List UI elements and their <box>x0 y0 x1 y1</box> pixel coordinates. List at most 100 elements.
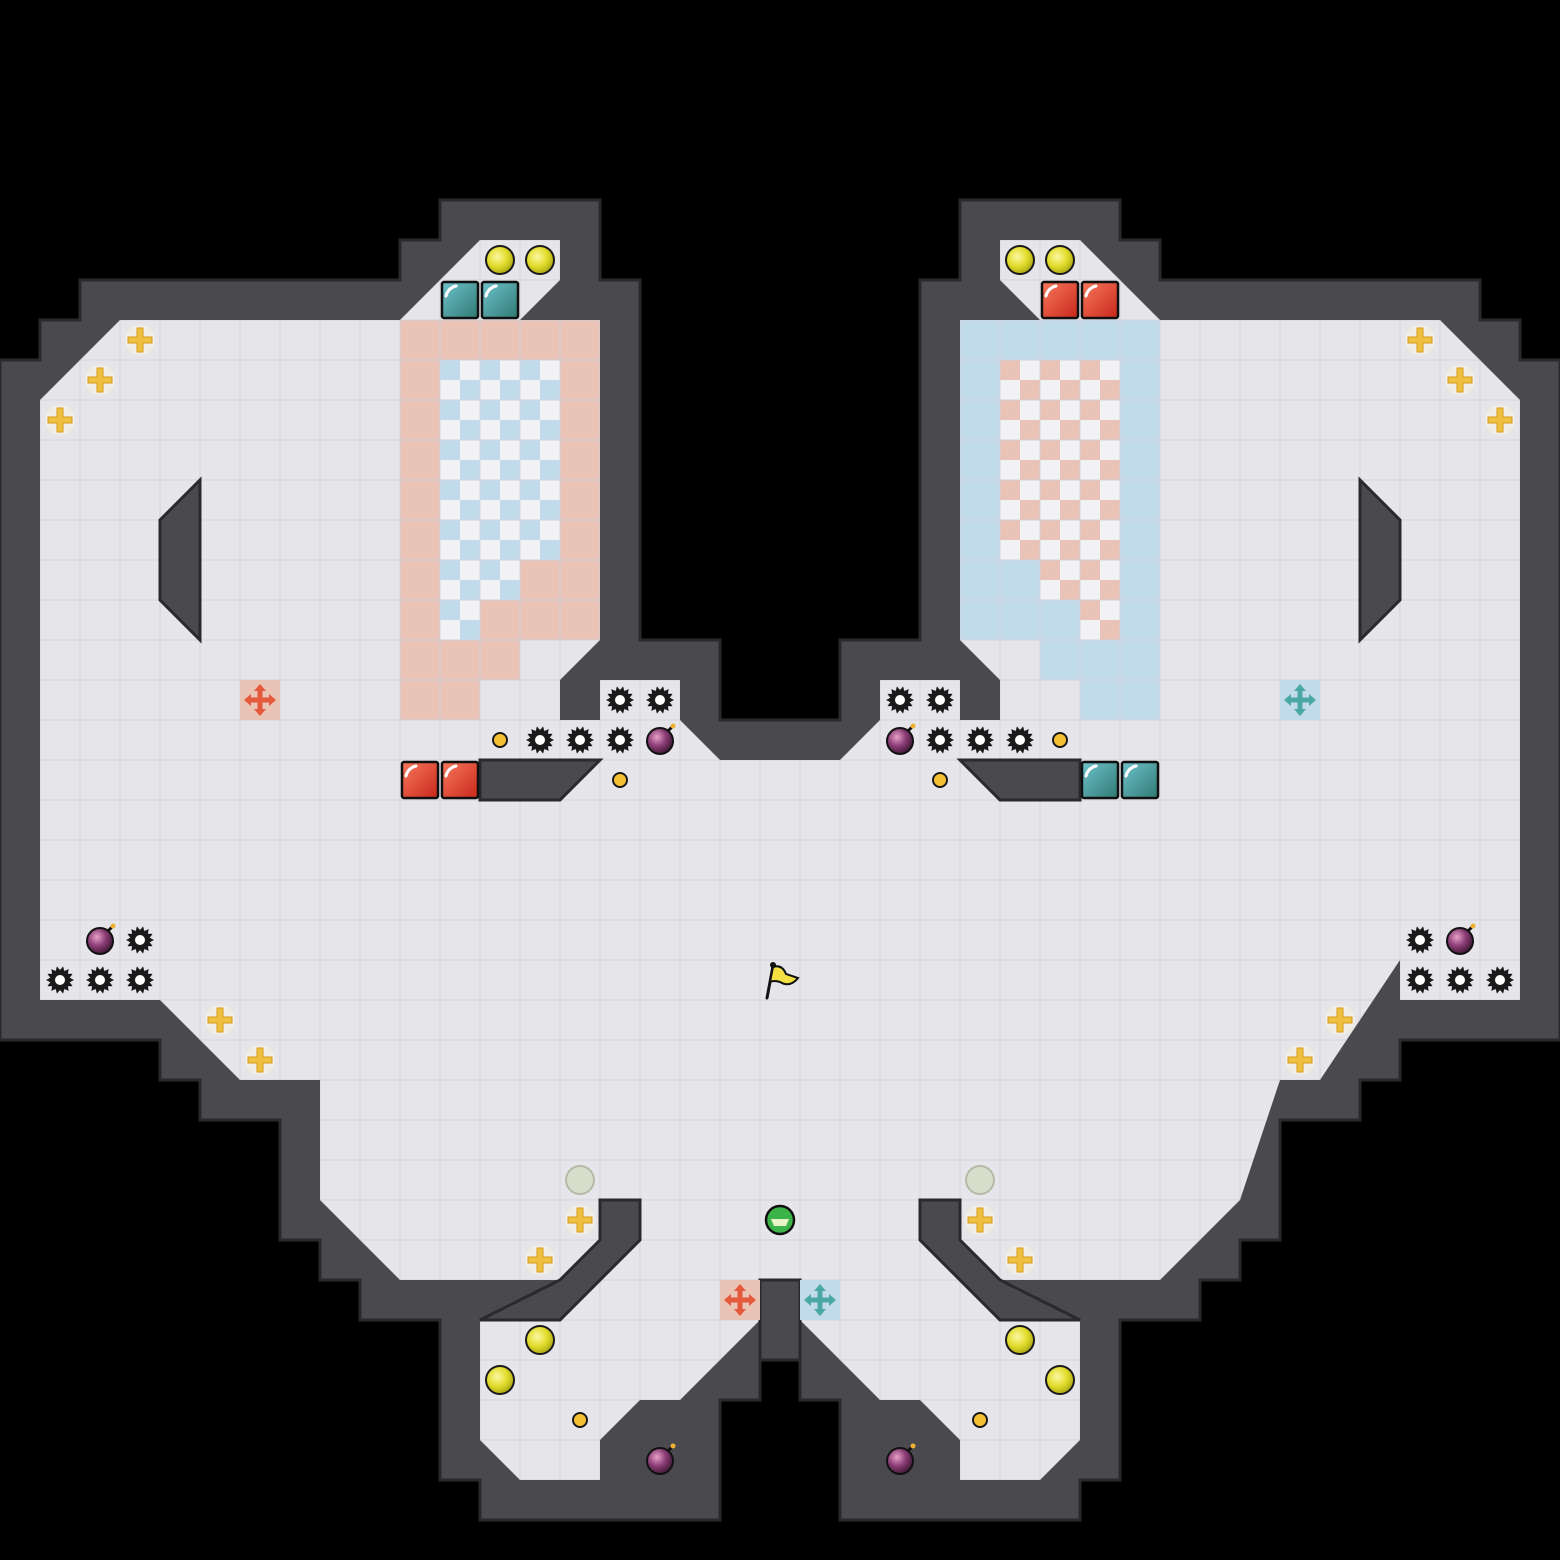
coin <box>932 772 948 788</box>
zone-checker <box>500 400 520 420</box>
powerup-icon <box>565 1205 595 1235</box>
zone-checker <box>1080 600 1100 620</box>
zone-checker <box>460 440 480 460</box>
zone-checker <box>500 560 520 580</box>
bomb-icon <box>886 1443 916 1475</box>
zone-tile <box>1120 480 1160 520</box>
zone-checker <box>1080 500 1100 520</box>
zone-checker <box>1020 480 1040 500</box>
zone-checker <box>480 480 500 500</box>
zone-checker <box>500 440 520 460</box>
zone-checker <box>1020 400 1040 420</box>
zone-checker <box>1000 500 1020 520</box>
red-zone-tile <box>560 560 600 600</box>
zone-checker <box>1040 380 1060 400</box>
zone-tile <box>960 520 1000 560</box>
zone-checker <box>1000 400 1020 420</box>
zone-checker <box>460 460 480 480</box>
speed-boost <box>1005 245 1035 275</box>
blue-zone-tile <box>1000 600 1040 640</box>
zone-checker <box>1080 360 1100 380</box>
zone-checker <box>1020 380 1040 400</box>
zone-checker <box>520 400 540 420</box>
zone-checker <box>440 440 460 460</box>
blue-spawn-tile <box>440 280 480 320</box>
zone-tile <box>560 600 600 640</box>
zone-checker <box>1080 380 1100 400</box>
zone-checker <box>1080 540 1100 560</box>
zone-tile <box>960 480 1000 520</box>
powerup-icon <box>1005 1245 1035 1275</box>
zone-checker <box>1080 400 1100 420</box>
zone-checker <box>460 520 480 540</box>
zone-checker <box>460 620 480 640</box>
zone-checker <box>1020 420 1040 440</box>
inactive-boost <box>565 1165 595 1195</box>
zone-tile <box>560 320 600 360</box>
spike-hazard <box>1006 726 1034 754</box>
zone-tile <box>400 480 440 520</box>
zone-checker <box>440 360 460 380</box>
zone-checker <box>500 500 520 520</box>
blue-spawn-tile <box>1080 760 1120 800</box>
bomb-icon <box>646 1443 676 1475</box>
zone-checker <box>460 480 480 500</box>
spike-hazard <box>1406 966 1434 994</box>
zone-tile <box>400 320 440 360</box>
zone-checker <box>1080 460 1100 480</box>
red-zone-tile <box>480 640 520 680</box>
zone-checker <box>520 440 540 460</box>
bomb-icon <box>1446 923 1476 955</box>
zone-tile <box>960 360 1000 400</box>
zone-checker <box>440 620 460 640</box>
gate-switch <box>764 1204 796 1236</box>
spike-hazard <box>526 726 554 754</box>
zone-checker <box>1100 360 1120 380</box>
tile-items <box>45 245 1515 1475</box>
zone-checker <box>480 580 500 600</box>
zone-checker <box>540 520 560 540</box>
zone-checker <box>1100 380 1120 400</box>
powerup-icon <box>1285 1045 1315 1075</box>
zone-checker <box>500 420 520 440</box>
coin <box>972 1412 988 1428</box>
zone-checker <box>480 400 500 420</box>
zone-tile <box>400 600 440 640</box>
zone-checker <box>540 540 560 560</box>
zone-checker <box>540 460 560 480</box>
powerup-icon <box>525 1245 555 1275</box>
zone-tile <box>400 440 440 480</box>
zone-tile <box>960 440 1000 480</box>
zone-checker <box>500 360 520 380</box>
blue-spawn-tile <box>1120 760 1160 800</box>
zone-checker <box>1060 420 1080 440</box>
bomb-icon <box>886 723 916 755</box>
speed-boost <box>525 1325 555 1355</box>
zone-checker <box>460 600 480 620</box>
zone-checker <box>1040 540 1060 560</box>
coin <box>572 1412 588 1428</box>
zone-checker <box>540 360 560 380</box>
zone-checker <box>1040 500 1060 520</box>
zone-checker <box>1060 500 1080 520</box>
zone-tile <box>400 400 440 440</box>
spike-hazard <box>1406 926 1434 954</box>
zone-checker <box>1080 480 1100 500</box>
red-zone-tile <box>440 680 480 720</box>
zone-checker <box>520 540 540 560</box>
bomb-icon <box>86 923 116 955</box>
zone-checker <box>440 580 460 600</box>
blue-zone-tile <box>960 560 1000 600</box>
blue-zone-tile <box>1040 640 1080 680</box>
zone-checker <box>1020 360 1040 380</box>
zone-tile <box>1120 560 1160 600</box>
powerup-icon <box>1485 405 1515 435</box>
zone-checker <box>480 420 500 440</box>
zone-checker <box>1100 420 1120 440</box>
zone-tile <box>1120 360 1160 400</box>
powerup-icon <box>205 1005 235 1035</box>
zone-checker <box>1100 520 1120 540</box>
zone-checker <box>440 600 460 620</box>
zone-checker <box>1080 420 1100 440</box>
zone-tile <box>960 320 1000 360</box>
